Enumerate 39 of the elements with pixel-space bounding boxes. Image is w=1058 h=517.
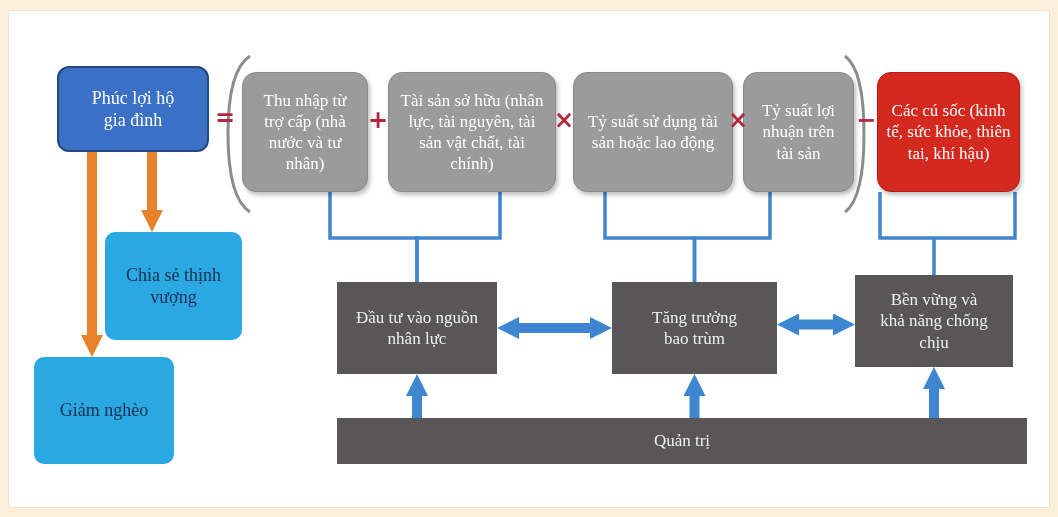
- bracket-connector: [692, 192, 772, 282]
- arrow: [141, 152, 163, 232]
- node-text: Quản trị: [653, 430, 711, 452]
- math-operator: ×: [727, 108, 749, 132]
- math-operator: −: [855, 108, 877, 132]
- node-text: Bền vững và khả năng chống chịu: [879, 289, 989, 353]
- process-box: [242, 72, 368, 192]
- arrow: [923, 367, 945, 418]
- node-text: Phúc lợi hộ gia đình: [90, 86, 176, 132]
- arrow: [497, 317, 612, 339]
- process-box: [877, 72, 1020, 192]
- bracket-connector: [878, 190, 1017, 277]
- process-box: [612, 282, 777, 374]
- process-box: [57, 66, 209, 152]
- process-box: [105, 232, 242, 340]
- bracket-connector: [415, 192, 502, 282]
- node-text: Chia sẻ thịnh vượng: [125, 263, 222, 309]
- math-operator: =: [214, 106, 236, 130]
- process-box: [855, 275, 1013, 367]
- process-box: [34, 357, 174, 464]
- arrow: [777, 313, 855, 336]
- process-bar: [337, 418, 1027, 464]
- process-box: [337, 282, 497, 374]
- node-text: Giảm nghèo: [59, 399, 149, 422]
- node-text: Tài sản sở hữu (nhân lực, tài nguyên, tài sản vật chất, tài chính): [399, 89, 545, 175]
- process-box: [743, 72, 854, 192]
- node-text: Thu nhập từ trợ cấp (nhà nước và tư nhân): [262, 89, 348, 175]
- node-text: Tỷ suất sử dụng tài sản hoặc lao động: [587, 110, 719, 154]
- process-box: [573, 72, 733, 192]
- math-operator: +: [367, 108, 389, 132]
- node-text: Tỷ suất lợi nhuận trên tài sản: [760, 100, 837, 164]
- arrow: [81, 152, 103, 357]
- arrow: [683, 374, 706, 418]
- node-text: Đầu tư vào nguồn nhân lực: [354, 306, 480, 350]
- node-text: Tăng trưởng bao trùm: [651, 306, 738, 350]
- math-operator: ×: [553, 108, 575, 132]
- process-box: [388, 72, 556, 192]
- node-text: Các cú sốc (kinh tế, sức khỏe, thiên tai, khí hậu): [885, 100, 1012, 164]
- arrow: [406, 374, 428, 418]
